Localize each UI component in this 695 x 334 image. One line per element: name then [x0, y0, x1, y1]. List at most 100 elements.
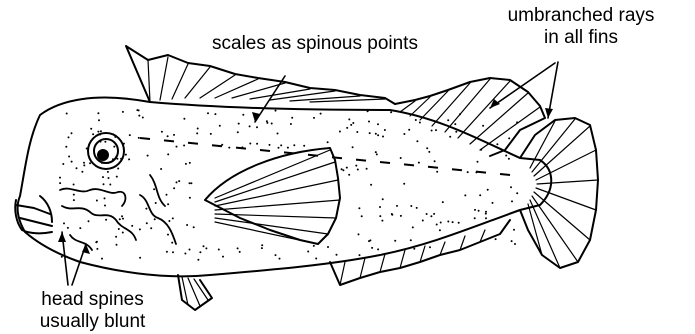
scale-point: [88, 220, 90, 222]
scale-point: [138, 137, 140, 139]
scale-point: [100, 141, 102, 143]
scale-point: [176, 146, 178, 148]
scale-point: [366, 168, 368, 170]
scale-point: [116, 158, 118, 160]
scale-point: [203, 245, 205, 247]
scale-point: [426, 213, 428, 215]
scale-point: [178, 180, 180, 182]
scale-point: [173, 134, 175, 136]
scale-point: [511, 200, 513, 202]
scale-point: [101, 155, 103, 157]
scale-point: [412, 226, 414, 228]
scale-point: [122, 232, 124, 234]
scale-point: [382, 136, 384, 138]
scale-point: [128, 158, 130, 160]
lateral-line-dash: [356, 160, 366, 161]
scale-point: [131, 225, 133, 227]
scale-point: [249, 125, 251, 127]
scale-point: [320, 113, 322, 115]
lateral-line: [140, 138, 510, 175]
scale-point: [348, 118, 350, 120]
scale-point: [197, 259, 199, 261]
lateral-line-dash: [236, 148, 246, 149]
scale-point: [266, 122, 268, 124]
scale-point: [99, 134, 101, 136]
scale-point: [207, 112, 209, 114]
scale-point: [190, 182, 192, 184]
scale-point: [269, 144, 271, 146]
scale-point: [61, 256, 63, 258]
scale-point: [452, 221, 454, 223]
scale-point: [371, 247, 373, 249]
scale-point: [205, 247, 207, 249]
scale-point: [71, 161, 73, 163]
scale-point: [166, 251, 168, 253]
scale-point: [167, 153, 169, 155]
scale-point: [101, 258, 103, 260]
scale-point: [348, 174, 350, 176]
scale-point: [436, 224, 438, 226]
scale-point: [355, 165, 357, 167]
scale-point: [249, 143, 251, 145]
scale-point: [394, 240, 396, 242]
scale-point: [287, 147, 289, 149]
scale-point: [482, 125, 484, 127]
scale-point: [368, 240, 370, 242]
scale-point: [83, 162, 85, 164]
scale-point: [237, 131, 239, 133]
scale-point: [422, 220, 424, 222]
scale-point: [185, 163, 187, 165]
eye: [88, 133, 124, 169]
scale-point: [114, 136, 116, 138]
scale-point: [197, 128, 199, 130]
scale-point: [150, 227, 152, 229]
scale-point: [516, 192, 518, 194]
scale-point: [115, 236, 117, 238]
scale-point: [139, 257, 141, 259]
scale-point: [485, 217, 487, 219]
scale-point: [485, 213, 487, 215]
scale-point: [525, 126, 527, 128]
scale-point: [167, 203, 169, 205]
scale-point: [161, 131, 163, 133]
scale-point: [413, 248, 415, 250]
scale-point: [433, 213, 435, 215]
scale-point: [513, 229, 515, 231]
scale-point: [439, 229, 441, 231]
scale-point: [73, 194, 75, 196]
scale-point: [449, 136, 451, 138]
scale-point: [375, 133, 377, 135]
scale-point: [428, 151, 430, 153]
scale-point: [495, 238, 497, 240]
scale-point: [336, 254, 338, 256]
scale-point: [368, 121, 370, 123]
scale-point: [172, 217, 174, 219]
scale-point: [271, 123, 273, 125]
scale-point: [275, 254, 277, 256]
scale-point: [222, 256, 224, 258]
scale-point: [396, 205, 398, 207]
scale-point: [426, 147, 428, 149]
scale-point: [384, 129, 386, 131]
label-scales: scales as spinous points: [170, 33, 460, 55]
scale-point: [120, 158, 122, 160]
scale-point: [115, 156, 117, 158]
scale-point: [408, 129, 410, 131]
scale-point: [155, 202, 157, 204]
scale-point: [303, 145, 305, 147]
scale-point: [315, 258, 317, 260]
scale-point: [199, 251, 201, 253]
scale-point: [119, 218, 121, 220]
pelvic-fin-rays: [182, 277, 208, 306]
pectoral-fin: [205, 148, 340, 244]
lateral-line-dash: [452, 169, 462, 170]
scale-point: [280, 144, 282, 146]
lateral-line-dash: [260, 150, 270, 151]
scale-point: [117, 168, 119, 170]
scale-point: [184, 253, 186, 255]
scale-point: [138, 115, 140, 117]
scale-point: [63, 222, 65, 224]
scale-point: [68, 156, 70, 158]
scale-point: [62, 163, 64, 165]
scale-point: [419, 122, 421, 124]
